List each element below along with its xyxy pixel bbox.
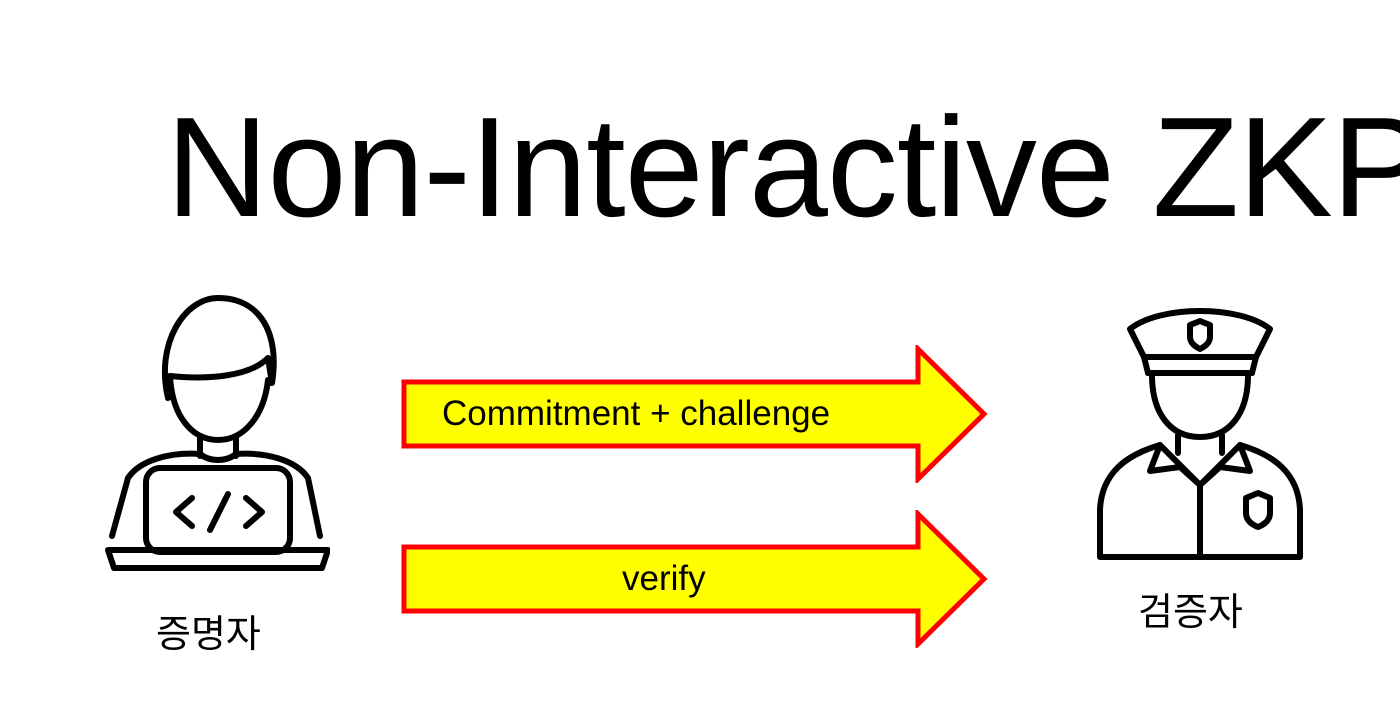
diagram-title: Non-Interactive ZKP: [166, 88, 1400, 247]
arrow-verify: verify: [400, 510, 990, 648]
arrow-shape: [401, 510, 988, 648]
arrow-label: Commitment + challenge: [442, 394, 831, 433]
verifier-police-icon: [1090, 295, 1310, 575]
arrow-commitment-challenge: Commitment + challenge: [400, 345, 990, 483]
arrow-shape: [401, 345, 988, 483]
prover-developer-icon: [100, 288, 331, 578]
verifier-label: 검증자: [1138, 590, 1243, 634]
arrow-label: verify: [622, 559, 706, 598]
prover-label: 증명자: [156, 612, 261, 656]
